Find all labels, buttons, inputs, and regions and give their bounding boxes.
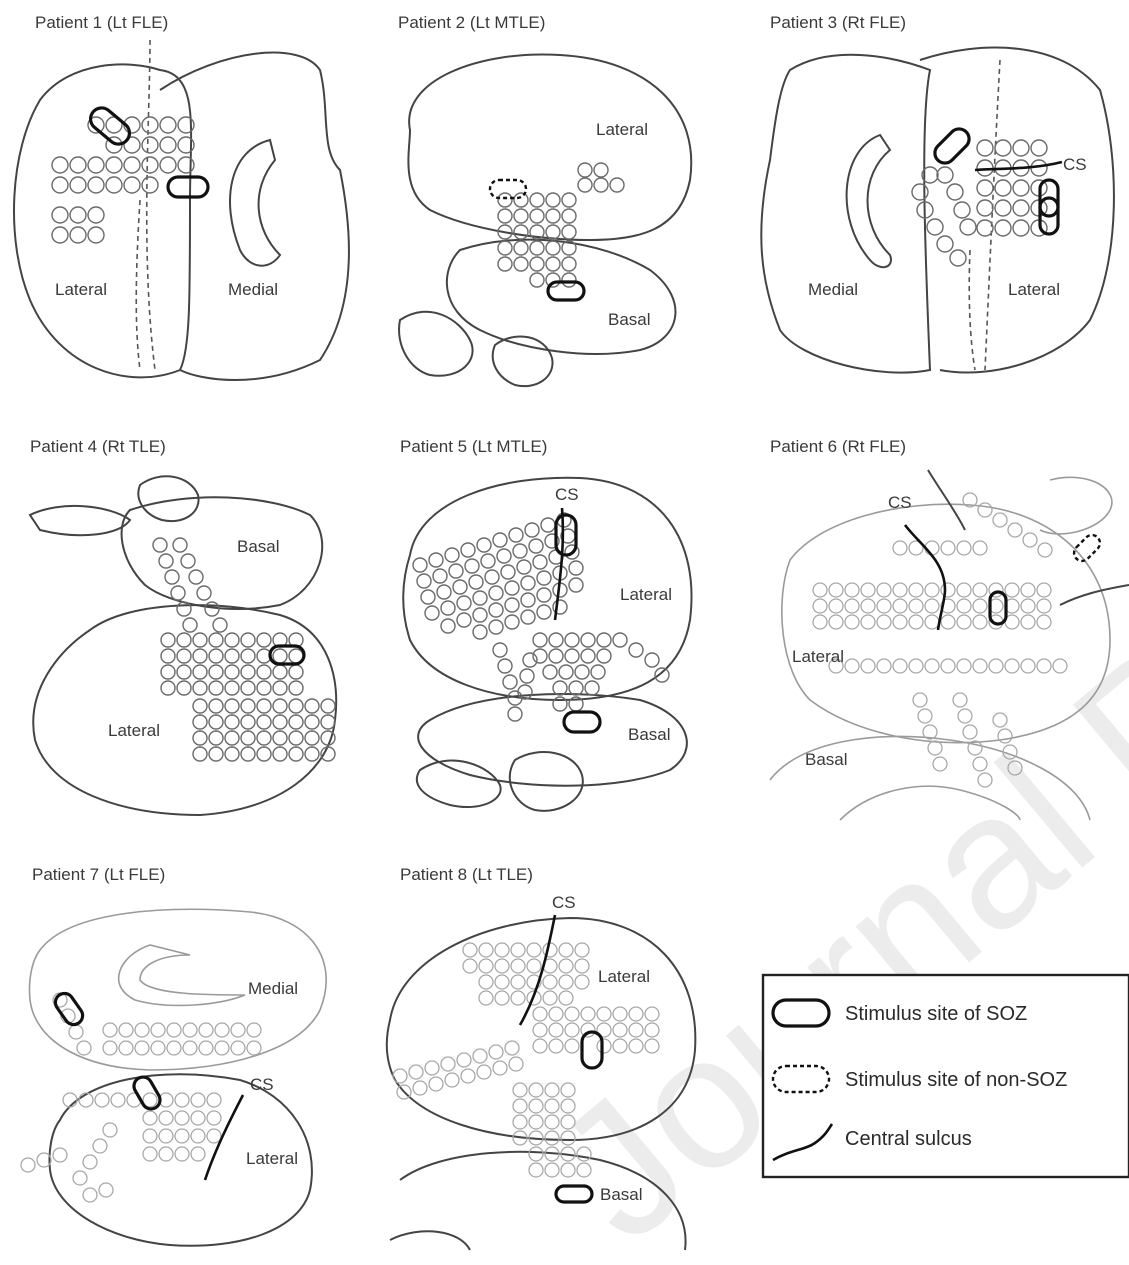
panel-1-midline	[147, 40, 155, 370]
panel-7-label-cs: CS	[250, 1075, 274, 1094]
panel-5-label-lateral: Lateral	[620, 585, 672, 604]
legend: Stimulus site of SOZ Stimulus site of no…	[763, 975, 1129, 1177]
panel-5-label-basal: Basal	[628, 725, 671, 744]
panel-1-title: Patient 1 (Lt FLE)	[35, 13, 168, 32]
panel-7-corpus-callosum	[119, 945, 245, 1005]
panel-1: Patient 1 (Lt FLE) Lateral Medial	[14, 13, 349, 380]
panel-3-label-medial: Medial	[808, 280, 858, 299]
panel-3-title: Patient 3 (Rt FLE)	[770, 13, 906, 32]
panel-3-label-cs: CS	[1063, 155, 1087, 174]
panel-3-medial-outline	[761, 55, 930, 373]
panel-8-brainstem	[390, 1231, 470, 1250]
panel-2-soz-site-1	[548, 282, 584, 300]
panel-2-lateral-outline	[408, 54, 691, 240]
panel-7-title: Patient 7 (Lt FLE)	[32, 865, 165, 884]
panel-2-nonsoz-site-1	[490, 180, 526, 198]
panel-6-central-sulcus	[905, 525, 945, 630]
panel-5-brainstem	[417, 761, 501, 807]
panel-6-medial-arc	[1040, 477, 1112, 534]
panel-6-label-basal: Basal	[805, 750, 848, 769]
panel-5-soz-site-2	[564, 712, 600, 732]
panel-2-basal-outline	[447, 240, 676, 354]
panel-4-electrode-strips	[153, 538, 227, 632]
panel-5: Patient 5 (Lt MTLE) CS Lateral Basal	[400, 437, 692, 811]
panel-3-central-sulcus	[975, 162, 1062, 170]
panel-4-title: Patient 4 (Rt TLE)	[30, 437, 166, 456]
panel-3-soz-site-1	[931, 125, 973, 167]
panel-4-label-basal: Basal	[237, 537, 280, 556]
panel-5-cerebellum	[510, 752, 583, 811]
panel-7-central-sulcus	[205, 1095, 243, 1180]
panel-6-nonsoz-site-1	[1071, 532, 1104, 565]
panel-8-label-cs: CS	[552, 893, 576, 912]
panel-2-cerebellum	[493, 336, 553, 386]
panel-5-label-cs: CS	[555, 485, 579, 504]
panel-4-basal-outline	[122, 497, 323, 609]
panel-4-label-lateral: Lateral	[108, 721, 160, 740]
panel-2: Patient 2 (Lt MTLE) Lateral Basal	[398, 13, 691, 386]
legend-item-nonsoz: Stimulus site of non-SOZ	[845, 1069, 1067, 1091]
panel-4-electrode-grid	[161, 633, 335, 761]
panel-3: Patient 3 (Rt FLE) Medial Lateral CS	[761, 13, 1114, 373]
panel-8-label-lateral: Lateral	[598, 967, 650, 986]
panel-3-corpus-callosum	[847, 135, 891, 267]
panel-2-electrode-grid	[498, 163, 624, 287]
panel-8-title: Patient 8 (Lt TLE)	[400, 865, 533, 884]
panel-6-line-right	[1060, 585, 1129, 605]
panel-7: Patient 7 (Lt FLE) Medial CS Lateral	[21, 865, 326, 1246]
panel-6-title: Patient 6 (Rt FLE)	[770, 437, 906, 456]
panel-1-label-lateral: Lateral	[55, 280, 107, 299]
panel-1-corpus-callosum	[230, 140, 280, 266]
panel-2-label-lateral: Lateral	[596, 120, 648, 139]
panel-3-label-lateral: Lateral	[1008, 280, 1060, 299]
panel-1-soz-site-1	[86, 103, 134, 148]
panel-1-soz-site-2	[168, 177, 208, 197]
panel-2-brainstem	[399, 312, 473, 376]
panel-1-midline-2	[136, 200, 140, 370]
panel-7-label-medial: Medial	[248, 979, 298, 998]
panel-5-title: Patient 5 (Lt MTLE)	[400, 437, 547, 456]
panel-6-label-lateral: Lateral	[792, 647, 844, 666]
panel-4-brainstem	[30, 506, 130, 535]
panel-7-label-lateral: Lateral	[246, 1149, 298, 1168]
panel-6-midline	[928, 470, 965, 530]
panel-2-label-basal: Basal	[608, 310, 651, 329]
panel-8-central-sulcus	[520, 915, 555, 1025]
panel-3-electrode-grid	[912, 140, 1047, 266]
panel-3-midline-2	[969, 250, 975, 370]
panel-4: Patient 4 (Rt TLE) Basal Lateral	[30, 437, 336, 815]
panel-3-lateral-outline	[920, 48, 1114, 373]
panel-1-lateral-outline	[14, 64, 191, 377]
panel-2-title: Patient 2 (Lt MTLE)	[398, 13, 545, 32]
panel-6-label-cs: CS	[888, 493, 912, 512]
panel-1-label-medial: Medial	[228, 280, 278, 299]
legend-item-soz: Stimulus site of SOZ	[845, 1003, 1027, 1025]
legend-item-central-sulcus: Central sulcus	[845, 1128, 972, 1150]
panel-8-label-basal: Basal	[600, 1185, 643, 1204]
